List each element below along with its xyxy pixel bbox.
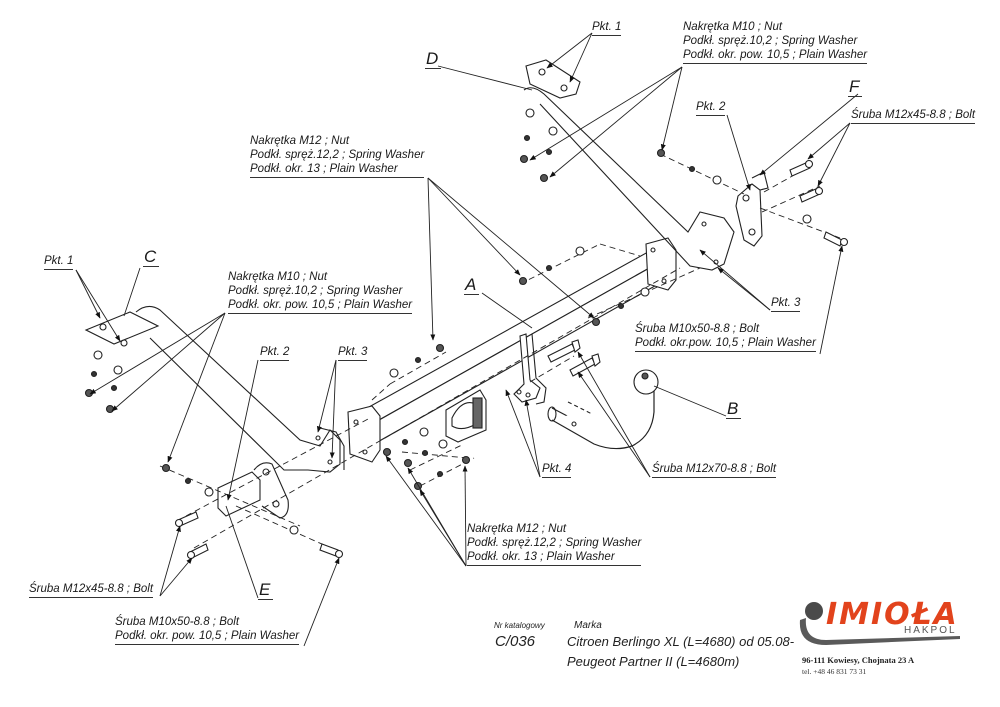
callout-line: Śruba M10x50-8.8 ; Bolt <box>115 616 240 628</box>
callout-line: Podkł. spręż.12,2 ; Spring Washer <box>467 537 642 549</box>
side-arm-c <box>84 305 345 473</box>
make-label: Marka <box>574 620 602 631</box>
callout-line: Podkł. okr.pow. 10,5 ; Plain Washer <box>635 337 816 349</box>
callout-bolt-m12x45-left: Śruba M12x45-8.8 ; Bolt <box>29 582 154 598</box>
callout-line: Podkł. okr. pow. 10,5 ; Plain Washer <box>228 299 413 311</box>
part-label-f: F <box>848 78 863 97</box>
model-line-2: Peugeot Partner II (L=4680m) <box>567 654 740 669</box>
crossbar-a <box>347 237 677 463</box>
callout-bolt-m10x50-left: Śruba M10x50-8.8 ; Bolt Podkł. okr. pow.… <box>115 615 300 645</box>
callout-line: Podkł. spręż.10,2 ; Spring Washer <box>683 35 858 47</box>
part-label-e: E <box>258 581 274 600</box>
company-phone: tel. +48 46 831 73 31 <box>802 667 867 676</box>
ball-mount-bracket <box>513 333 547 405</box>
bolts-m12x70 <box>547 339 601 377</box>
callout-nut-m12-top: Nakrętka M12 ; Nut Podkł. spręż.12,2 ; S… <box>250 134 425 178</box>
callout-bolt-m12x70: Śruba M12x70-8.8 ; Bolt <box>652 462 777 478</box>
callout-line: Podkł. spręż.12,2 ; Spring Washer <box>250 149 425 161</box>
point-label-pkt3-left: Pkt. 3 <box>338 345 368 361</box>
callout-line: Śruba M10x50-8.8 ; Bolt <box>635 323 760 335</box>
part-label-d: D <box>425 50 442 69</box>
company-logo-subtitle: HAKPOL <box>904 625 957 636</box>
point-label-pkt4: Pkt. 4 <box>542 462 572 478</box>
callout-nut-m10-left: Nakrętka M10 ; Nut Podkł. spręż.10,2 ; S… <box>228 270 413 314</box>
callout-line: Nakrętka M10 ; Nut <box>683 21 783 33</box>
callout-bolt-m12x45-right: Śruba M12x45-8.8 ; Bolt <box>851 108 976 124</box>
point-label-pkt1-left: Pkt. 1 <box>44 254 74 270</box>
part-label-c: C <box>143 248 160 267</box>
callout-line: Nakrętka M12 ; Nut <box>467 523 567 535</box>
tow-ball-b <box>547 369 659 450</box>
callout-nut-m10-top: Nakrętka M10 ; Nut Podkł. spręż.10,2 ; S… <box>683 20 868 64</box>
side-arm-d <box>523 59 735 271</box>
callout-nut-m12-bottom: Nakrętka M12 ; Nut Podkł. spręż.12,2 ; S… <box>467 522 642 566</box>
point-label-pkt2-left: Pkt. 2 <box>260 345 290 361</box>
socket-plate <box>445 389 487 443</box>
point-label-pkt3-right: Pkt. 3 <box>771 296 801 312</box>
callout-line: Nakrętka M12 ; Nut <box>250 135 350 147</box>
company-logo-graphic <box>799 602 960 645</box>
bracket-f <box>735 171 769 247</box>
bolts-small <box>174 159 849 560</box>
part-label-b: B <box>726 400 742 419</box>
model-line-1: Citroen Berlingo XL (L=4680) od 05.08- <box>567 634 795 649</box>
point-label-pkt2-right: Pkt. 2 <box>696 100 726 116</box>
company-address: 96-111 Kowiesy, Chojnata 23 A <box>802 655 915 665</box>
catalog-number: C/036 <box>495 633 536 650</box>
callout-bolt-m10x50-right: Śruba M10x50-8.8 ; Bolt Podkł. okr.pow. … <box>635 322 816 352</box>
catalog-number-label: Nr katalogowy <box>494 621 545 630</box>
callout-line: Podkł. spręż.10,2 ; Spring Washer <box>228 285 403 297</box>
bracket-e <box>217 462 289 519</box>
part-label-a: A <box>464 276 480 295</box>
callout-line: Podkł. okr. 13 ; Plain Washer <box>467 551 615 563</box>
point-label-pkt1-top: Pkt. 1 <box>592 20 622 36</box>
leader-lines <box>75 32 859 647</box>
company-logo-text: IMIOŁA <box>826 597 959 632</box>
callout-line: Podkł. okr. 13 ; Plain Washer <box>250 163 398 175</box>
callout-line: Podkł. okr. pow. 10,5 ; Plain Washer <box>115 630 300 642</box>
callout-line: Nakrętka M10 ; Nut <box>228 271 328 283</box>
callout-line: Podkł. okr. pow. 10,5 ; Plain Washer <box>683 49 868 61</box>
